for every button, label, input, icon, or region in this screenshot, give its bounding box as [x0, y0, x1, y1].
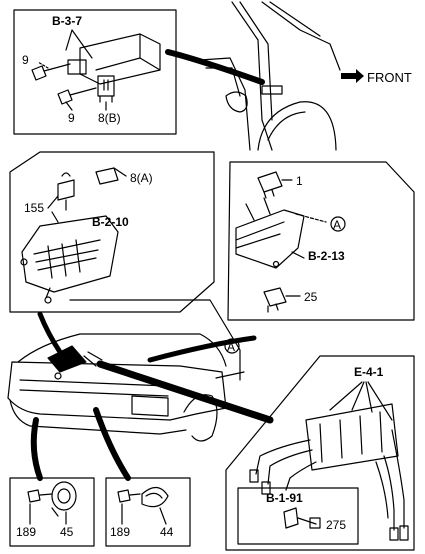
pointer-curve-e41	[96, 360, 274, 424]
b-3-7-part-9-lower: 9	[68, 111, 75, 125]
e-4-1-code: E-4-1	[354, 365, 384, 379]
pointer-curve-b210	[37, 311, 63, 355]
horn-left-part-45: 45	[60, 525, 74, 539]
b-2-10-part-8a: 8(A)	[130, 171, 153, 185]
pointer-curve-b37	[165, 49, 265, 85]
horn-left-part-189: 189	[16, 525, 36, 539]
box-b-2-13: B-2-13 1 A 25	[227, 161, 415, 321]
front-arrow-icon	[341, 69, 364, 83]
b-2-13-ref-circle	[330, 216, 346, 232]
box-b-2-10: B-2-10 8(A) 155	[9, 151, 215, 313]
box-b-3-7: B-3-7 9 9 8(B)	[13, 9, 177, 135]
box-horn-right: 189 44	[105, 477, 191, 547]
vehicle-front-view	[7, 299, 245, 442]
box-b-1-91: B-1-91 275	[237, 487, 359, 545]
b-1-91-code: B-1-91	[266, 491, 303, 505]
vehicle-ref-circle	[224, 338, 240, 354]
horn-right-part-189: 189	[110, 525, 130, 539]
pointer-curve-horn-right	[93, 407, 131, 481]
b-3-7-part-8b: 8(B)	[98, 111, 121, 125]
b-2-13-part-1: 1	[296, 174, 303, 188]
front-label: FRONT	[367, 70, 412, 85]
b-2-10-part-155: 155	[24, 201, 44, 215]
b-2-13-part-25: 25	[304, 290, 318, 304]
box-e-4-1: E-4-1	[225, 355, 415, 551]
b-3-7-part-9-upper: 9	[22, 53, 29, 67]
rear-body-view	[199, 1, 341, 151]
box-horn-left: 189 45	[9, 477, 95, 547]
pointer-curve-b213	[147, 335, 257, 363]
vehicle-ref: A	[227, 340, 235, 354]
b-2-13-code: B-2-13	[308, 249, 345, 263]
pointer-curve-horn-left	[30, 417, 43, 481]
horn-right-part-44: 44	[160, 525, 174, 539]
b-3-7-code: B-3-7	[52, 14, 82, 28]
b-1-91-part-275: 275	[326, 518, 346, 532]
fuse-box	[21, 215, 119, 293]
b-2-13-ref: A	[333, 218, 341, 232]
